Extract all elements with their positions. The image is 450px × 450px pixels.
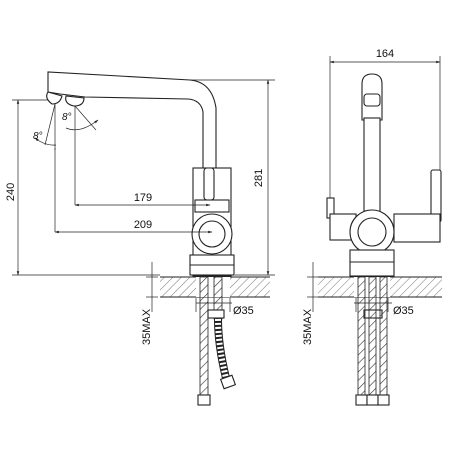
dimension-label-diameter: Ø35 — [233, 305, 254, 317]
angle-arc — [34, 137, 57, 146]
column-front — [363, 117, 381, 219]
front-view: 164 35MAX Ø35 — [302, 48, 442, 406]
body-collar — [194, 199, 230, 213]
angle-line — [74, 105, 97, 131]
angle-arc — [65, 119, 99, 131]
hose-nut — [366, 394, 379, 406]
dimension-label-164: 164 — [376, 48, 394, 60]
supply-hose — [379, 276, 388, 396]
center-knob-inner — [357, 217, 387, 247]
spout — [47, 71, 217, 169]
angle-label-right: 8° — [62, 112, 72, 123]
front-knob — [191, 213, 233, 255]
dimension-label-179: 179 — [134, 192, 152, 204]
dimension-label-35max: 35MAX — [302, 308, 314, 345]
base-front — [349, 249, 395, 277]
dimension-label-209: 209 — [134, 219, 152, 231]
spout-tip-right — [65, 95, 85, 107]
center-knob — [349, 209, 395, 255]
dimension-label-281: 281 — [253, 169, 265, 187]
supply-hose — [199, 276, 209, 396]
right-valve — [393, 213, 441, 243]
mounting-nut — [207, 309, 225, 319]
dimension-label-35max: 35MAX — [141, 308, 153, 345]
handle-lever — [203, 167, 215, 201]
angle-label-left: 8° — [33, 131, 43, 142]
front-knob-inner — [198, 220, 226, 248]
spout-aerator — [363, 93, 381, 107]
dimension-label-diameter: Ø35 — [393, 305, 414, 317]
spout-tip-left — [46, 91, 63, 105]
side-view: 240 281 8° 8° 179 20 — [5, 71, 275, 406]
hose-nut — [355, 394, 368, 406]
dimension-label-240: 240 — [5, 183, 17, 201]
hose-nut — [219, 374, 237, 390]
supply-hose — [368, 276, 377, 396]
hose-nut — [197, 394, 211, 406]
angle-line — [44, 103, 56, 146]
supply-hose — [357, 276, 366, 396]
hose-nut — [377, 394, 390, 406]
